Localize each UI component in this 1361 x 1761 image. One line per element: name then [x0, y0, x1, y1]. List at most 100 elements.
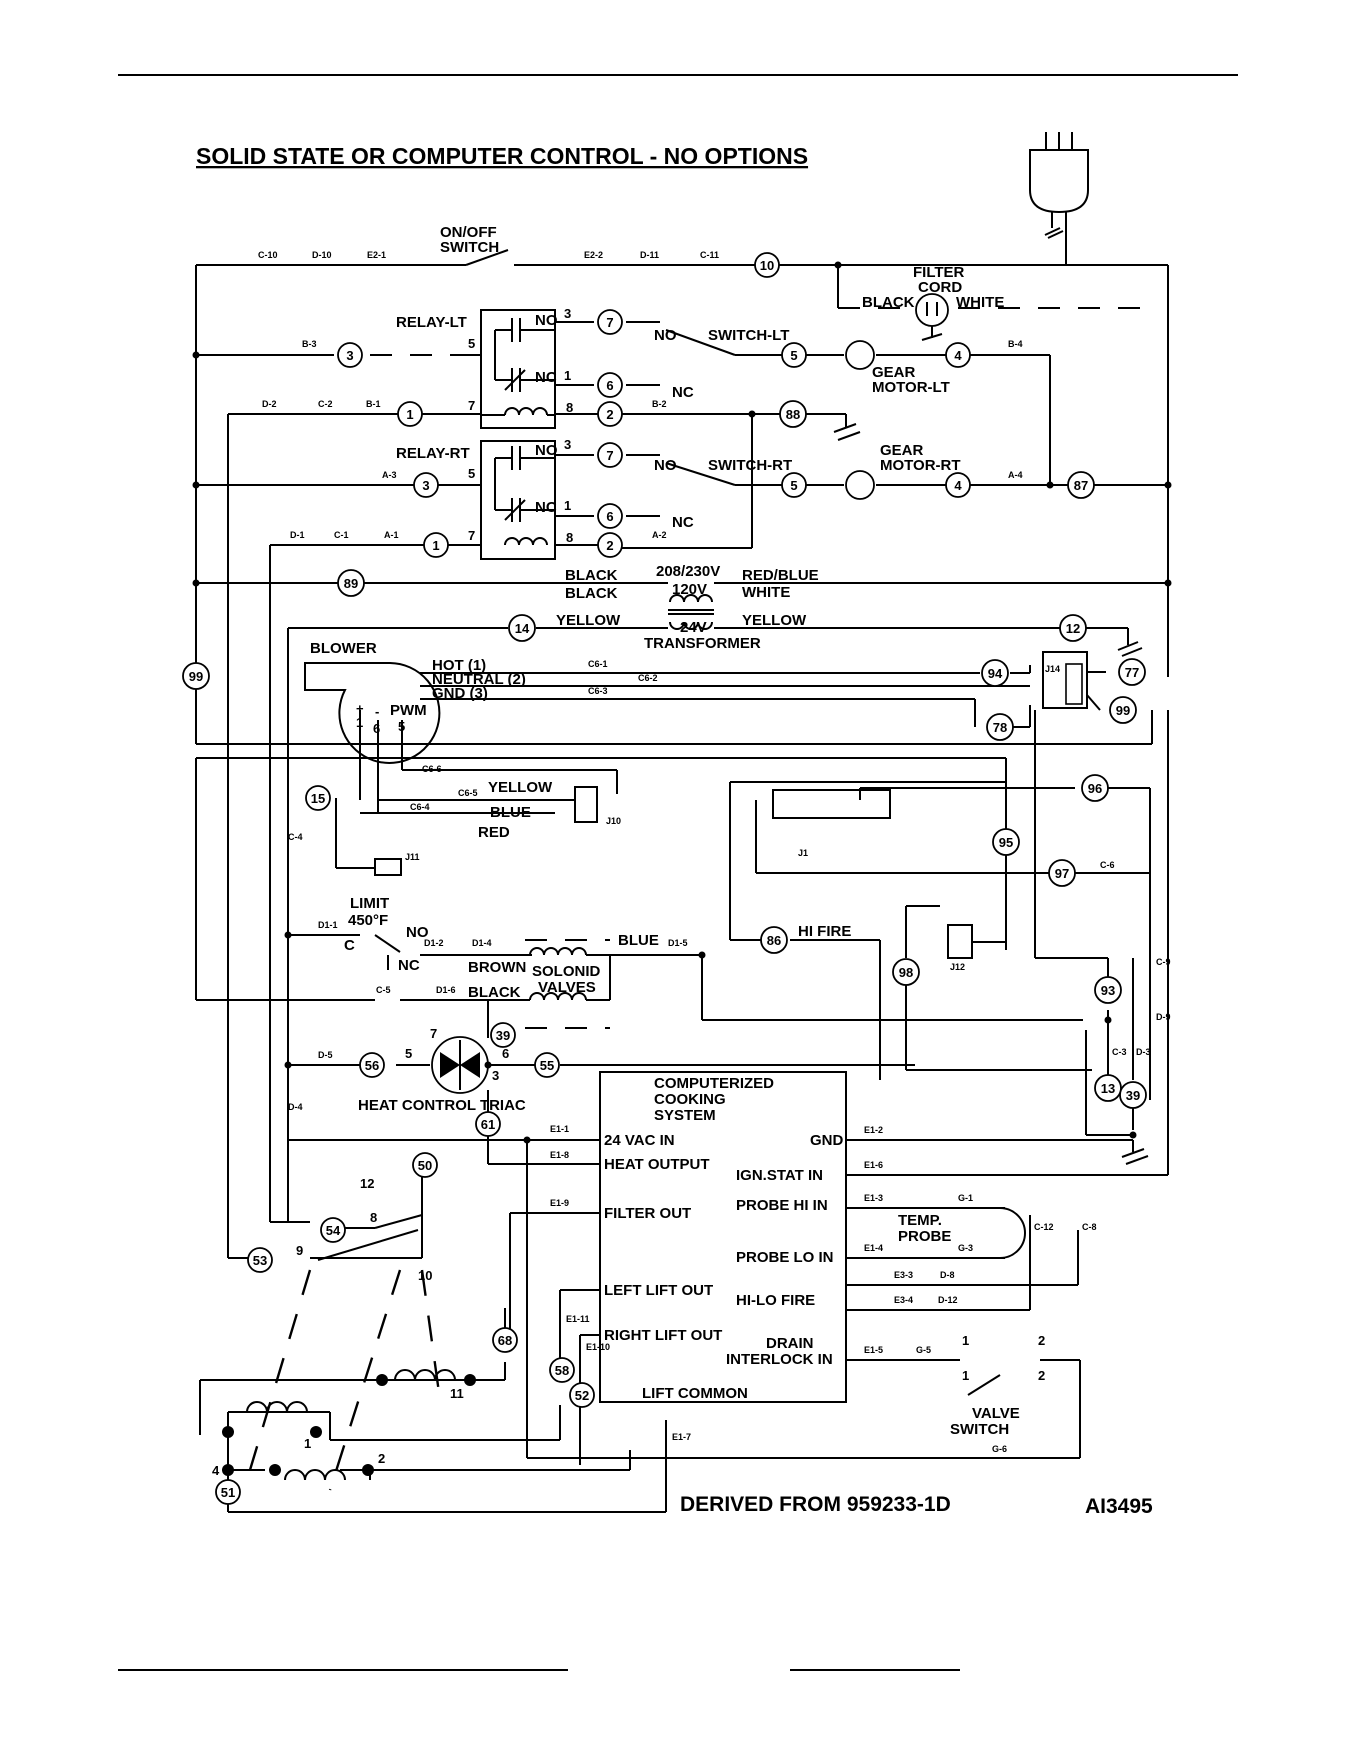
lift-motor-coil-2-icon [246, 1401, 308, 1413]
diagram-label: COOKING [654, 1091, 726, 1108]
diagram-label: HOT (1) [432, 657, 486, 674]
junction-dots [192, 261, 1172, 1476]
diagram-label: G-3 [958, 1243, 973, 1253]
diagram-label: 98 [899, 965, 913, 980]
diagram-label: 12 [1066, 621, 1080, 636]
wire-58: 58 [549, 1357, 575, 1383]
diagram-label: 99 [189, 669, 203, 684]
diagram-label: NC [535, 369, 557, 386]
diagram-label: BLACK [468, 984, 521, 1001]
wire-50: 50 [412, 1152, 438, 1178]
diagram-label: 3 [346, 348, 353, 363]
wire-53: 53 [247, 1247, 273, 1273]
diagram-label: RELAY-LT [396, 314, 467, 331]
wire-6: 6 [597, 372, 623, 398]
diagram-label: HEAT CONTROL TRIAC [358, 1097, 526, 1114]
diagram-label: 1 [962, 1333, 969, 1348]
wire-15: 15 [305, 785, 331, 811]
diagram-label: 3 [564, 306, 571, 321]
diagram-label: COMPUTERIZED [654, 1075, 774, 1092]
diagram-label: 7 [606, 315, 613, 330]
diagram-label: 13 [1101, 1081, 1115, 1096]
diagram-label: 14 [515, 621, 530, 636]
diagram-label: YELLOW [488, 779, 553, 796]
diagram-label: 10 [418, 1268, 432, 1283]
diagram-label: D1-4 [472, 938, 492, 948]
diagram-label: 1 [564, 498, 571, 513]
diagram-label: E1-1 [550, 1124, 569, 1134]
diagram-label: 99 [1116, 703, 1130, 718]
diagram-label: C6-4 [410, 802, 430, 812]
diagram-label: 89 [344, 576, 358, 591]
diagram-label: C-2 [318, 399, 333, 409]
j12-connector [947, 924, 973, 959]
diagram-label: 54 [326, 1223, 341, 1238]
diagram-label: 93 [1101, 983, 1115, 998]
diagram-label: 53 [253, 1253, 267, 1268]
diagram-label: C6-1 [588, 659, 608, 669]
wire-4: 4 [945, 342, 971, 368]
diagram-label: BROWN [468, 959, 526, 976]
diagram-label: C [344, 937, 355, 954]
wire-97: 97 [1048, 859, 1076, 887]
diagram-label: 52 [575, 1388, 589, 1403]
diagram-label: 95 [999, 835, 1013, 850]
diagram-label: E1-11 [566, 1314, 590, 1324]
diagram-label: SWITCH-RT [708, 457, 792, 474]
diagram-label: D-11 [640, 250, 659, 260]
diagram-label: D-8 [940, 1270, 955, 1280]
diagram-label: 55 [540, 1058, 554, 1073]
diagram-label: SYSTEM [654, 1107, 716, 1124]
diagram-label: 120V [672, 581, 707, 598]
diagram-label: D1-5 [668, 938, 688, 948]
wire-88: 88 [779, 400, 807, 428]
diagram-label: 4 [954, 478, 962, 493]
diagram-label: 7 [468, 398, 475, 413]
j10-connector [574, 786, 598, 823]
diagram-label: 3 [564, 437, 571, 452]
diagram-label: 7 [606, 448, 613, 463]
diagram-label: 56 [365, 1058, 379, 1073]
wire-5: 5 [781, 342, 807, 368]
diagram-label: 4 [212, 1463, 220, 1478]
diagram-label: E1-10 [586, 1342, 610, 1352]
wire-89: 89 [337, 569, 365, 597]
j1-terminal-block [772, 789, 891, 819]
diagram-label: WHITE [742, 584, 790, 601]
wire-99a: 99 [1109, 696, 1137, 724]
wire-68: 68 [492, 1327, 518, 1353]
diagram-label: 2 [606, 407, 613, 422]
diagram-label: 3 [422, 478, 429, 493]
solonid-valve-2-icon [529, 992, 587, 1001]
diagram-label: HI-LO FIRE [736, 1292, 815, 1309]
diagram-label: NC [398, 957, 420, 974]
diagram-label: 1 [304, 1436, 311, 1451]
diagram-label: G-1 [958, 1193, 973, 1203]
diagram-label: TRANSFORMER [644, 635, 761, 652]
diagram-label: 6 [606, 378, 613, 393]
solonid-valve-1-icon [529, 947, 587, 956]
diagram-label: B-4 [1008, 339, 1023, 349]
wire-5b: 5 [781, 472, 807, 498]
gear-motor-lt-icon [845, 340, 875, 370]
wire-2: 2 [597, 401, 623, 427]
diagram-label: 6 [502, 1046, 509, 1061]
diagram-label: C-12 [1034, 1222, 1054, 1232]
wire-94: 94 [981, 659, 1009, 687]
wire-7b: 7 [597, 442, 623, 468]
j11-connector [374, 858, 402, 876]
diagram-label: 1 [406, 407, 413, 422]
diagram-label: C6-6 [422, 764, 442, 774]
diagram-label: SWITCH [440, 239, 499, 256]
wire-3: 3 [337, 342, 363, 368]
diagram-label: E1-8 [550, 1150, 569, 1160]
diagram-label: 24 VAC IN [604, 1132, 675, 1149]
transformer-primary-coil-icon [669, 594, 713, 603]
diagram-label: 2 [1038, 1368, 1045, 1383]
diagram-label: PROBE HI IN [736, 1197, 828, 1214]
diagram-label: 51 [221, 1485, 235, 1500]
diagram-label: J10 [606, 816, 621, 826]
lift-motor-coil-3-icon [284, 1469, 346, 1481]
diagram-label: SWITCH [950, 1421, 1009, 1438]
